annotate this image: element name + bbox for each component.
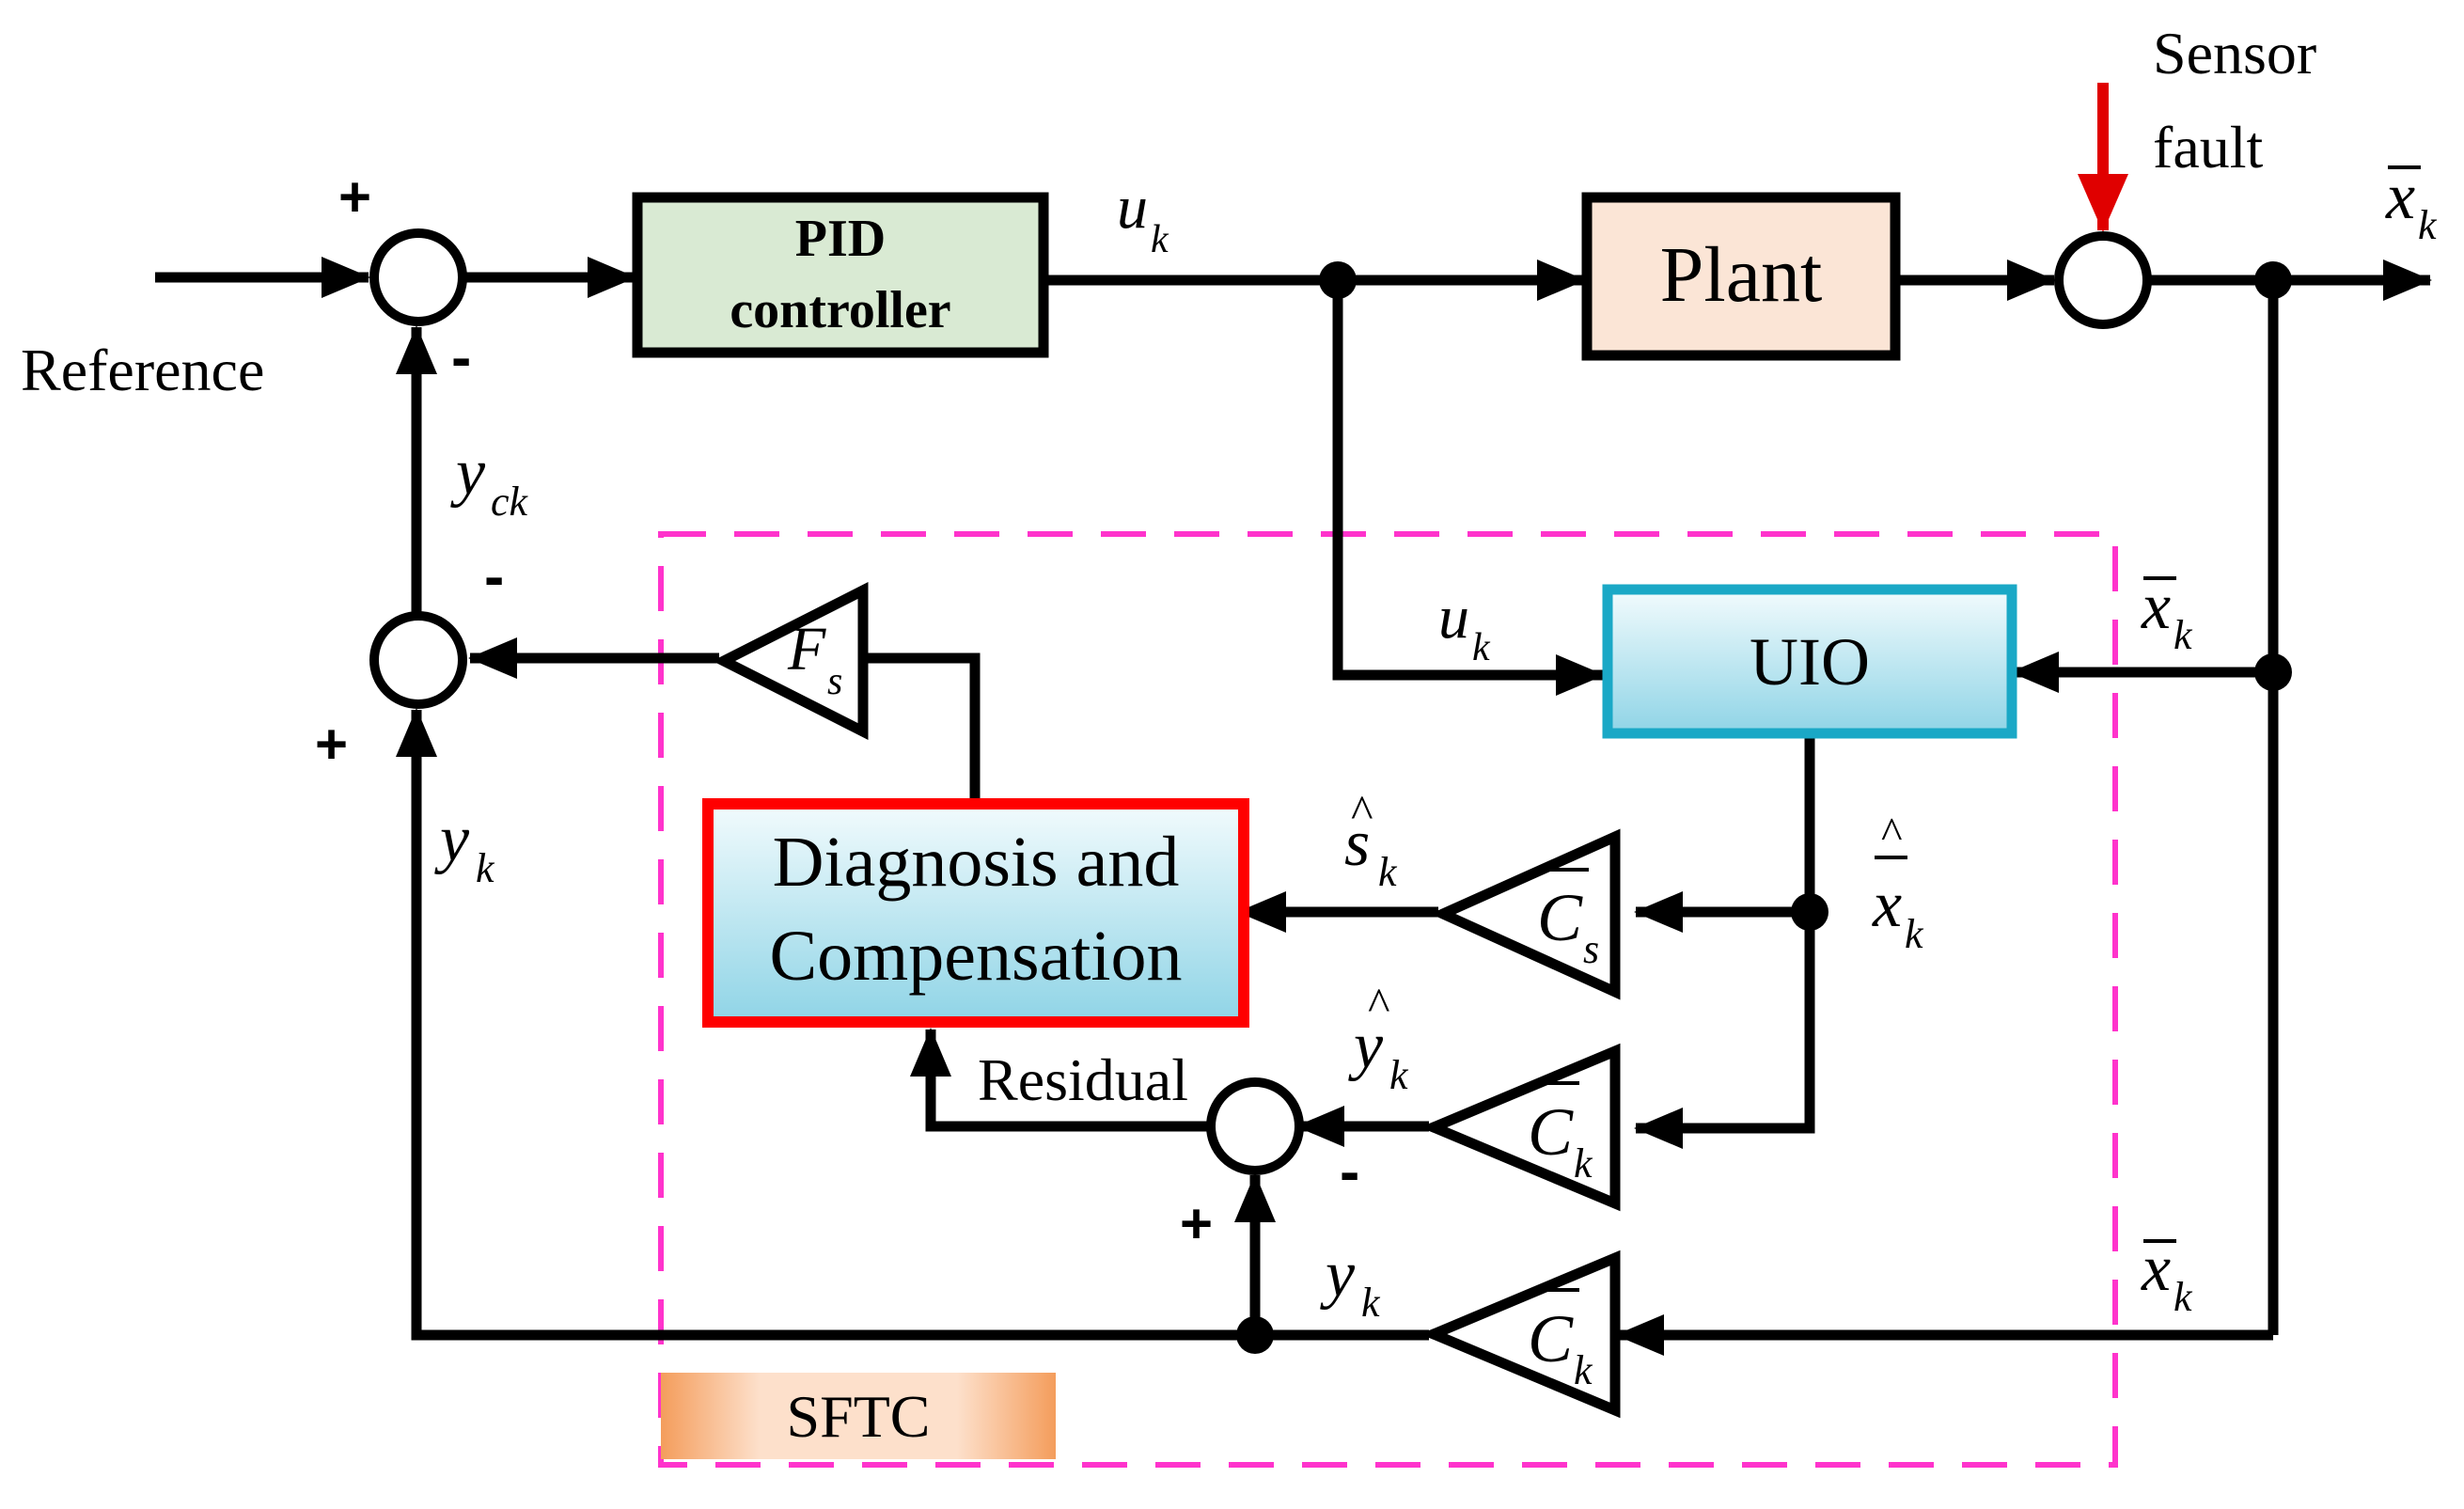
sum-residual: [1206, 1077, 1304, 1175]
svg-text:x: x: [2385, 161, 2415, 233]
svg-text:s: s: [827, 660, 842, 703]
ck-gain-triangle-bottom: [1420, 1250, 1621, 1419]
sign-sum3-minus: -: [1340, 1138, 1359, 1205]
sftc-region: [658, 531, 2118, 1468]
signal-yhat: y ^ k: [1348, 978, 1409, 1098]
dc-label-line1: Diagnosis and: [773, 823, 1180, 902]
plant-block: [1581, 192, 1901, 361]
svg-text:u: u: [1117, 173, 1148, 242]
svg-text:C: C: [1528, 1301, 1574, 1376]
u-junction-dot: [1319, 261, 1357, 299]
sum-compensation: [369, 611, 467, 709]
signal-u-main: u k: [1117, 173, 1169, 261]
svg-text:k: k: [476, 845, 495, 891]
xhat-junction-dot: [1791, 893, 1828, 931]
sign-sum2-minus: -: [484, 542, 504, 610]
signal-xbar-output: x k: [2385, 161, 2438, 248]
signal-shat: s ^ k: [1344, 785, 1398, 895]
uio-label: UIO: [1750, 624, 1870, 699]
sum-reference: [369, 228, 467, 326]
sftc-label: SFTC: [787, 1383, 931, 1450]
signal-u-uio: u k: [1438, 583, 1491, 669]
y-bottom-wire: [396, 708, 1429, 1341]
svg-text:F: F: [787, 615, 826, 684]
svg-text:x: x: [1872, 869, 1902, 941]
ck-gain-label-bottom: C k: [1528, 1288, 1593, 1393]
ck-gain-triangle-middle: [1420, 1043, 1621, 1212]
signal-y-ck: y ck: [450, 436, 529, 525]
sum-fault: [2054, 231, 2152, 329]
reference-label: Reference: [21, 337, 264, 403]
svg-text:k: k: [1905, 911, 1924, 957]
ck-gain-label-middle: C k: [1528, 1081, 1593, 1187]
sign-sum2-plus: +: [315, 713, 348, 776]
pid-controller-block: [632, 192, 1049, 358]
svg-text:k: k: [2174, 1274, 2193, 1320]
signal-xbar-bottom: x k: [2141, 1233, 2193, 1320]
sftc-label-box: [661, 1373, 1056, 1459]
svg-text:C: C: [1537, 880, 1583, 955]
signal-xhat: ^ x k: [1872, 809, 1924, 957]
svg-text:k: k: [2418, 202, 2438, 248]
sign-sum1-plus: +: [338, 165, 371, 228]
svg-text:x: x: [2141, 1233, 2171, 1305]
svg-text:x: x: [2141, 571, 2171, 643]
svg-text:s: s: [1583, 926, 1599, 972]
residual-wire: [910, 1028, 1208, 1132]
uio-output-wire: [1634, 733, 1815, 1149]
fs-gain-label: F s: [787, 615, 842, 703]
cs-gain-label: C s: [1537, 868, 1599, 972]
residual-label: Residual: [978, 1046, 1188, 1113]
signal-y-bottom: y k: [1320, 1238, 1381, 1326]
dc-label-line2: Compensation: [769, 917, 1182, 996]
signal-y-left: y k: [434, 803, 495, 891]
svg-text:ck: ck: [491, 479, 529, 525]
svg-text:y: y: [1348, 1010, 1384, 1082]
svg-text:k: k: [1574, 1140, 1593, 1187]
svg-text:k: k: [1389, 1052, 1409, 1098]
plant-label: Plant: [1660, 231, 1823, 319]
svg-text:^: ^: [1880, 809, 1902, 858]
svg-text:k: k: [1574, 1347, 1593, 1393]
svg-text:C: C: [1528, 1094, 1574, 1170]
svg-text:y: y: [450, 436, 486, 509]
sign-sum3-plus: +: [1180, 1192, 1213, 1255]
cs-gain-triangle: [1430, 828, 1621, 1000]
pid-label-line1: PID: [795, 210, 886, 268]
svg-text:k: k: [1151, 218, 1169, 261]
svg-text:k: k: [1361, 1280, 1381, 1326]
u-to-uio-wire: [1332, 280, 1605, 696]
svg-text:s: s: [1344, 808, 1370, 880]
fs-gain-triangle: [712, 582, 869, 740]
svg-text:k: k: [1378, 849, 1398, 895]
svg-text:^: ^: [1350, 785, 1373, 838]
svg-text:u: u: [1438, 583, 1469, 652]
uio-block: [1602, 584, 2017, 739]
svg-text:k: k: [2174, 612, 2193, 658]
x-uio-junction-dot: [2254, 653, 2292, 691]
fault-label: fault: [2153, 114, 2264, 181]
pid-label-line2: controller: [730, 281, 950, 339]
svg-text:y: y: [434, 803, 470, 875]
y-junction-dot: [1236, 1316, 1274, 1354]
diagnosis-compensation-block: [702, 798, 1249, 1028]
x-output-junction-dot: [2254, 261, 2292, 299]
svg-text:^: ^: [1367, 978, 1389, 1030]
dc-to-fs-wire: [863, 652, 981, 804]
svg-text:y: y: [1320, 1238, 1356, 1311]
svg-text:k: k: [1472, 626, 1491, 669]
sign-sum1-minus: -: [451, 323, 471, 391]
sensor-label: Sensor: [2153, 20, 2316, 86]
signal-xbar-uio: x k: [2141, 571, 2193, 658]
